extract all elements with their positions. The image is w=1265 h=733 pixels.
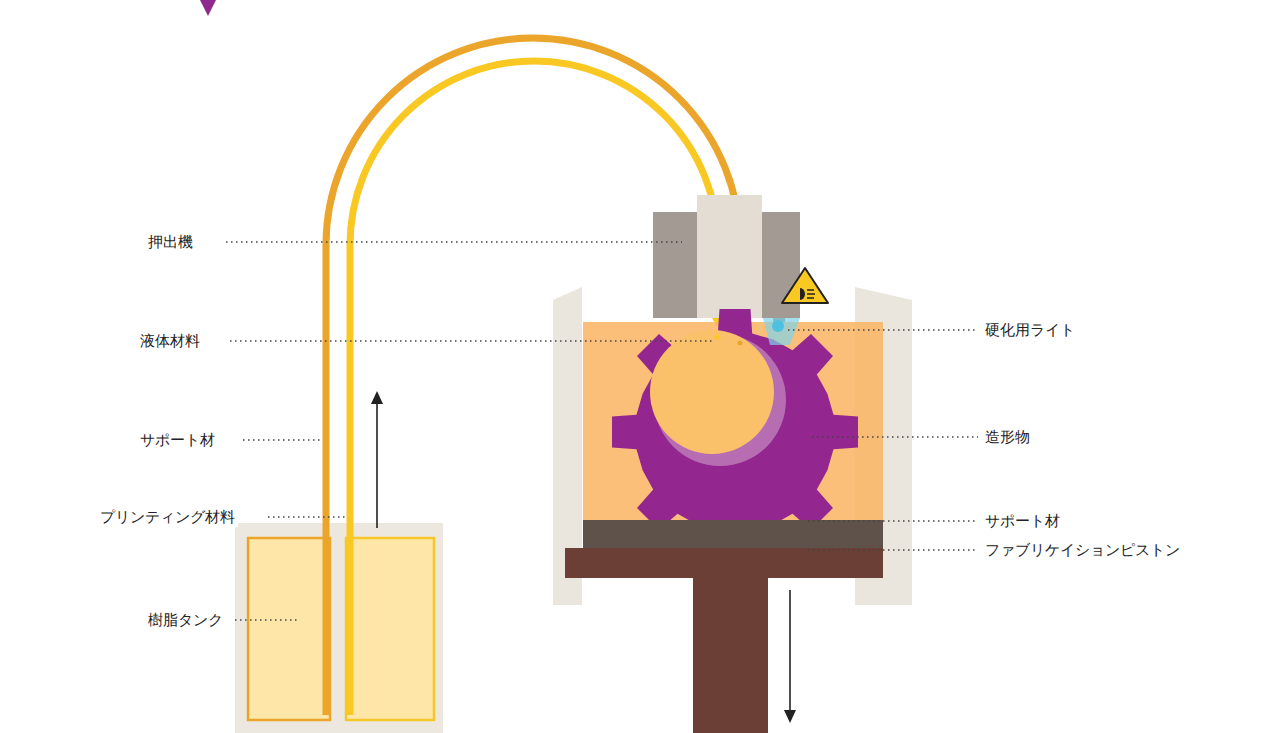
part-label: 液体材料 bbox=[137, 331, 203, 351]
extruder-core bbox=[697, 195, 762, 318]
part-label: サポート材 bbox=[137, 430, 218, 450]
up-arrow bbox=[371, 391, 383, 404]
part-label: ファブリケイションピストン bbox=[982, 540, 1183, 560]
part-label: 押出機 bbox=[145, 232, 196, 252]
part-label: 樹脂タンク bbox=[145, 610, 226, 630]
marker-triangle bbox=[200, 0, 216, 16]
light-icon bbox=[782, 268, 828, 303]
leader-lines bbox=[226, 242, 978, 620]
tank-housing bbox=[235, 523, 443, 733]
part-label: サポート材 bbox=[982, 511, 1063, 531]
support-layer bbox=[583, 520, 883, 548]
part-label: 造形物 bbox=[982, 427, 1033, 447]
curing-beam bbox=[763, 318, 800, 345]
support-tank bbox=[248, 538, 330, 720]
material-tank bbox=[346, 538, 434, 720]
part-label: 硬化用ライト bbox=[982, 320, 1078, 340]
down-arrow bbox=[784, 710, 796, 723]
gear-part bbox=[612, 309, 858, 555]
piston-rod bbox=[693, 578, 768, 733]
piston-plate bbox=[565, 548, 883, 578]
part-label: プリンティング材料 bbox=[97, 507, 238, 527]
